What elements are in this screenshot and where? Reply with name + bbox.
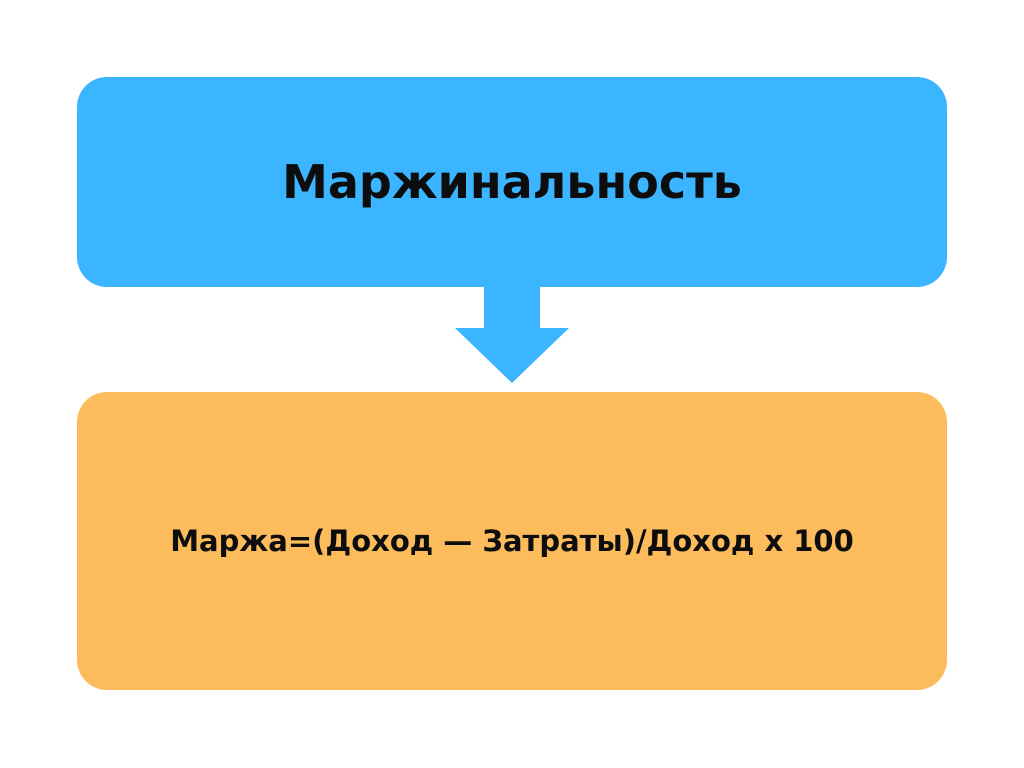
concept-title: Маржинальность xyxy=(282,155,742,209)
formula-text: Маржа=(Доход — Затраты)/Доход х 100 xyxy=(170,524,854,558)
arrow-shape xyxy=(455,287,569,383)
concept-box: Маржинальность xyxy=(77,77,947,287)
formula-box: Маржа=(Доход — Затраты)/Доход х 100 xyxy=(77,392,947,690)
